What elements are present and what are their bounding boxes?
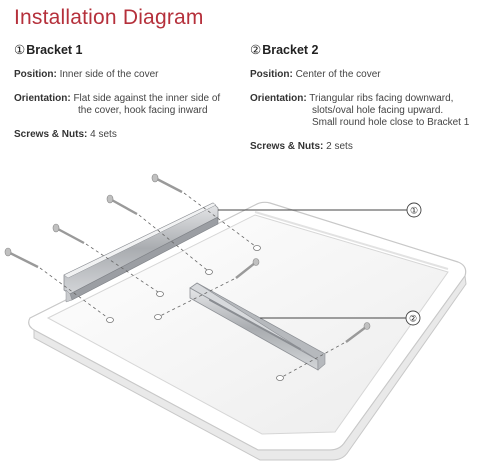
screw-2 — [52, 223, 164, 297]
bracket1-screws-label: Screws & Nuts: — [14, 129, 88, 140]
bracket1-marker: ① — [14, 43, 26, 57]
bracket2-screws-row: Screws & Nuts: 2 sets — [250, 141, 475, 153]
bracket2-orientation-line1: Triangular ribs facing downward, — [309, 93, 454, 104]
bracket1-orientation-line1: Flat side against the inner side of — [73, 93, 221, 104]
bracket1-heading: ①Bracket 1 — [14, 43, 239, 57]
bracket2-info: ②Bracket 2 Position: Center of the cover… — [250, 44, 475, 165]
bracket2-screws-label: Screws & Nuts: — [250, 141, 324, 152]
screw-3 — [106, 194, 213, 275]
bracket2-marker: ② — [250, 43, 262, 57]
bracket2-orientation-line2: slots/oval hole facing upward. — [312, 105, 444, 116]
bracket2-screws-value: 2 sets — [326, 141, 353, 152]
bracket1-orientation-label: Orientation: — [14, 93, 71, 104]
screw-5 — [154, 258, 260, 320]
bracket1-screws-row: Screws & Nuts: 4 sets — [14, 129, 239, 141]
bracket2-orientation-line3: Small round hole close to Bracket 1 — [312, 117, 470, 128]
bracket2-position-value: Center of the cover — [295, 69, 381, 80]
bracket2-position-label: Position: — [250, 69, 293, 80]
bracket1-info: ①Bracket 1 Position: Inner side of the c… — [14, 44, 239, 153]
bracket1-orientation-row: Orientation: Flat side against the inner… — [14, 93, 239, 117]
bracket2-heading: ②Bracket 2 — [250, 43, 475, 57]
screw-4 — [151, 173, 261, 251]
callout-2: ② — [260, 310, 421, 326]
callout-1: ① — [218, 202, 422, 218]
bracket-2 — [189, 282, 326, 371]
callout-1-label: ① — [410, 206, 418, 216]
bracket-1 — [63, 202, 219, 303]
bracket2-title: Bracket 2 — [262, 43, 319, 57]
screw-set — [4, 173, 371, 381]
vent-cover — [28, 201, 467, 461]
page-title: Installation Diagram — [14, 6, 204, 29]
bracket1-position-label: Position: — [14, 69, 57, 80]
callout-2-label: ② — [409, 314, 417, 324]
bracket2-orientation-row: Orientation: Triangular ribs facing down… — [250, 93, 475, 129]
screw-1 — [4, 247, 114, 323]
screw-6 — [276, 322, 371, 381]
bracket2-position-row: Position: Center of the cover — [250, 69, 475, 81]
bracket1-screws-value: 4 sets — [90, 129, 117, 140]
bracket1-title: Bracket 1 — [26, 43, 83, 57]
bracket1-orientation-line2: the cover, hook facing inward — [78, 105, 208, 116]
bracket1-position-row: Position: Inner side of the cover — [14, 69, 239, 81]
bracket2-orientation-label: Orientation: — [250, 93, 307, 104]
bracket1-position-value: Inner side of the cover — [59, 69, 159, 80]
